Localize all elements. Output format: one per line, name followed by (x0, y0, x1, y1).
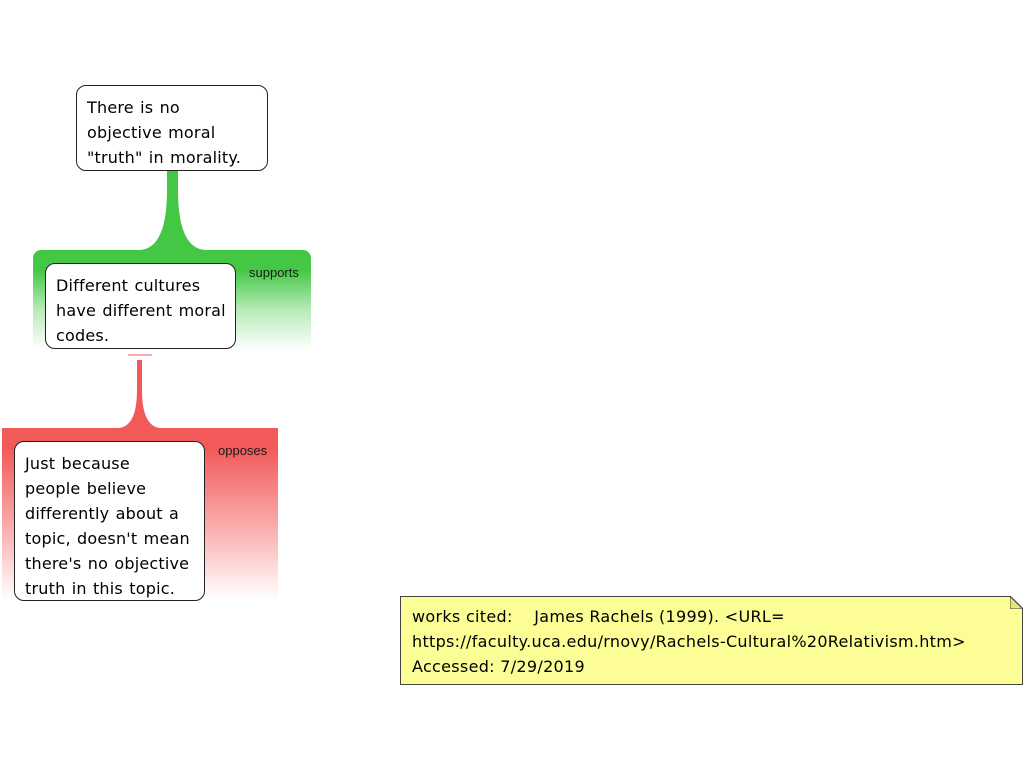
reason-line: have different moral (56, 301, 226, 320)
objection-line: Just because (25, 454, 130, 473)
supports-label: supports (249, 265, 299, 280)
opposes-label: opposes (218, 443, 268, 458)
claim-line: "truth" in morality. (87, 148, 242, 167)
note-line: works cited: James Rachels (1999). <URL= (412, 607, 785, 626)
objection-line: people believe (25, 479, 147, 498)
note-line: Accessed: 7/29/2019 (412, 657, 585, 676)
objection-node[interactable]: Just because people believe differently … (14, 441, 205, 601)
objection-line: there's no objective (25, 554, 190, 573)
claim-line: objective moral (87, 123, 216, 142)
works-cited-note[interactable]: works cited: James Rachels (1999). <URL=… (400, 596, 1023, 685)
objection-line: truth in this topic. (25, 579, 175, 598)
reason-line: Different cultures (56, 276, 201, 295)
note-corner-fold-icon (1010, 596, 1023, 609)
claim-node[interactable]: There is no objective moral "truth" in m… (76, 85, 268, 171)
reason-node[interactable]: Different cultures have different moral … (45, 263, 236, 349)
supports-connector (140, 171, 205, 250)
opposes-connector (119, 360, 160, 428)
claim-line: There is no (87, 98, 180, 117)
objection-line: differently about a (25, 504, 180, 523)
reason-line: codes. (56, 326, 110, 345)
note-line: https://faculty.uca.edu/rnovy/Rachels-Cu… (412, 632, 966, 651)
objection-line: topic, doesn't mean (25, 529, 190, 548)
